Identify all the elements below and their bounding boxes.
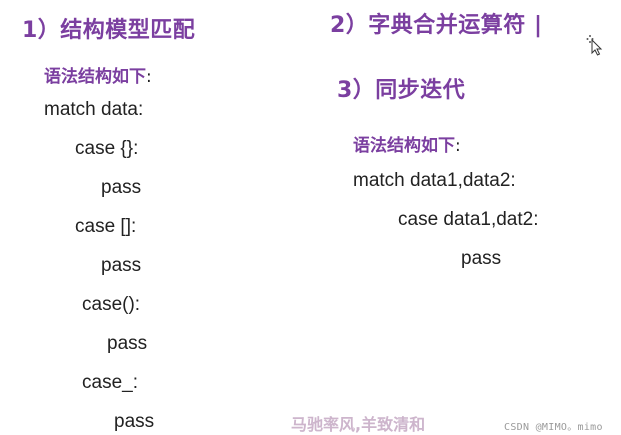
section1-heading: 1）结构模型匹配 xyxy=(22,18,196,43)
syntax-colon: : xyxy=(455,136,461,156)
code-line-case-tuple: case(): xyxy=(82,294,141,315)
footer-motto: 马驰率风,羊致清和 xyxy=(291,415,426,434)
section2-heading: 2）字典合并运算符 | xyxy=(330,13,543,38)
code-line-pass: pass xyxy=(461,248,502,269)
code-line-pass: pass xyxy=(114,411,155,432)
mouse-cursor-icon xyxy=(586,35,603,56)
code-line-pass: pass xyxy=(107,333,148,354)
syntax-label-text: 语法结构如下 xyxy=(44,67,146,87)
syntax-colon: : xyxy=(146,67,152,87)
code-line-match: match data: xyxy=(44,99,144,120)
code-line-case-dict: case {}: xyxy=(75,138,139,159)
code-line-pass: pass xyxy=(101,255,142,276)
code-line-match-multi: match data1,data2: xyxy=(353,170,516,191)
code-line-case-multi: case data1,dat2: xyxy=(398,209,539,230)
csdn-watermark: CSDN @MIMO。mimo xyxy=(504,422,603,433)
section3-heading: 3）同步迭代 xyxy=(337,78,466,103)
syntax-label-text: 语法结构如下 xyxy=(353,136,455,156)
code-line-case-list: case []: xyxy=(75,216,137,237)
code-line-case-wildcard: case_: xyxy=(82,372,138,393)
section1-syntax-label: 语法结构如下: xyxy=(44,62,152,87)
section3-syntax-label: 语法结构如下: xyxy=(353,131,461,156)
code-line-pass: pass xyxy=(101,177,142,198)
